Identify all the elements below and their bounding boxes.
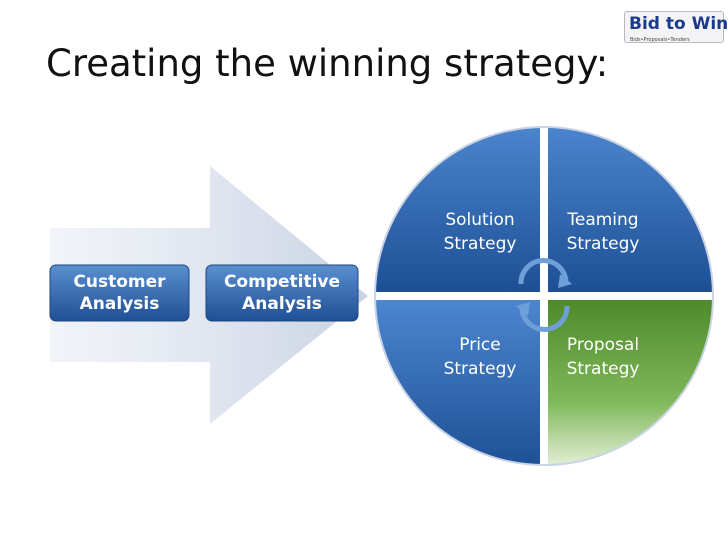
cycle-arrowhead-bottom <box>516 302 530 316</box>
solution-strategy-label: Solution Strategy <box>443 210 517 254</box>
customer-analysis-box <box>49 264 190 322</box>
teaming-strategy-label: Teaming Strategy <box>566 210 640 254</box>
cycle-outline <box>374 126 714 466</box>
proposal-strategy-label: Proposal Strategy <box>566 335 640 379</box>
bid-to-win-logo: Bid to Win Bids•Proposals•Tenders <box>624 11 728 53</box>
slide-title: Creating the winning strategy: <box>46 42 609 85</box>
logo-frame <box>624 11 724 43</box>
logo-subtext: Bids•Proposals•Tenders <box>630 37 690 43</box>
competitive-analysis-box <box>205 264 359 322</box>
logo-text: Bid to Win <box>629 14 728 34</box>
cycle-arrows-icon <box>518 258 570 332</box>
price-quadrant <box>375 300 540 465</box>
price-strategy-label: Price Strategy <box>443 335 517 379</box>
strategy-cycle <box>375 127 713 465</box>
cycle-arrowhead-top <box>558 274 572 288</box>
competitive-analysis-label: Competitive Analysis <box>223 272 341 314</box>
proposal-quadrant <box>548 300 713 465</box>
customer-analysis-label: Customer Analysis <box>73 272 166 314</box>
